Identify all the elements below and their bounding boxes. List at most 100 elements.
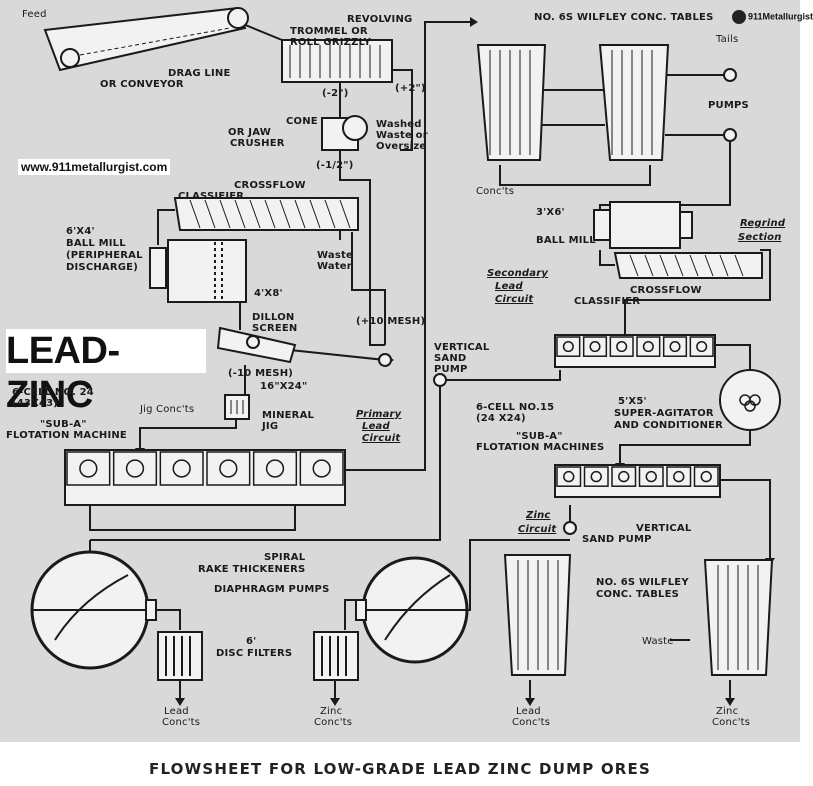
label-diaphragm-pumps: DIAPHRAGM PUMPS: [214, 584, 330, 595]
label-or-conveyor: OR CONVEYOR: [100, 79, 184, 90]
label-size-43: (43X43): [12, 398, 59, 409]
label-vertical-zinc: VERTICAL: [636, 523, 692, 534]
wilfley-tables-zinc: [503, 554, 774, 676]
label-waste: Waste: [317, 250, 353, 261]
vertical-sand-pump-secondary: [433, 373, 447, 387]
flotation-machine-primary: [64, 449, 346, 506]
impeller-icon: [696, 341, 708, 353]
impeller-icon: [125, 459, 145, 478]
label-classifier-regrind: CLASSIFIER: [574, 296, 641, 307]
cell-bank-body: [554, 334, 716, 368]
label-primary-circuit: Circuit: [362, 433, 401, 444]
label-minus-half: (-1/2"): [316, 160, 354, 171]
flotation-cell: [662, 336, 688, 357]
label-disc-filters: DISC FILTERS: [216, 648, 293, 659]
label-jig: JIG: [262, 421, 279, 432]
rake-thickener-zinc: [355, 556, 469, 664]
impeller-icon: [642, 341, 654, 353]
label-lead-conc-4: Conc'ts: [512, 717, 551, 728]
label-wilfley-bottom-2: CONC. TABLES: [596, 589, 680, 600]
flotation-cell: [556, 466, 582, 487]
label-spiral: SPIRAL: [264, 552, 306, 563]
label-lead-conc-3: Lead: [516, 706, 541, 717]
label-minus2: (-2"): [322, 88, 349, 99]
label-oversize: Oversize: [376, 141, 427, 152]
label-waste-or: Waste or: [376, 130, 428, 141]
label-or-jaw: OR JAW: [228, 127, 271, 138]
label-jig-concts: Jig Conc'ts: [140, 404, 195, 415]
label-vertical: VERTICAL: [434, 342, 490, 353]
label-sub-a-secondary: "SUB-A": [516, 431, 563, 442]
flotation-machine-zinc: [554, 464, 721, 498]
label-secondary-circuit: Circuit: [495, 294, 534, 305]
impeller-icon: [618, 470, 630, 483]
impeller-icon: [79, 459, 98, 478]
label-zinc-conc-1: Zinc: [320, 706, 343, 717]
label-disc-size: 6': [246, 636, 257, 647]
label-primary: Primary: [356, 409, 402, 420]
flotation-machine-secondary: [554, 334, 716, 368]
website-url[interactable]: www.911metallurgist.com: [18, 159, 171, 175]
flotation-cell: [638, 466, 664, 487]
flotation-cell: [112, 451, 158, 486]
label-section: Section: [738, 232, 782, 243]
label-secondary: Secondary: [487, 268, 549, 279]
label-flotation-machine: FLOTATION MACHINE: [6, 430, 127, 441]
rake-thickener-lead: [30, 550, 157, 670]
label-super-agitator: SUPER-AGITATOR: [614, 408, 714, 419]
label-jig-size: 16"X24": [260, 381, 308, 392]
label-peripheral: (PERIPHERAL: [66, 250, 143, 261]
crossflow-classifier-regrind: [613, 252, 763, 279]
flotation-cell: [693, 466, 719, 487]
label-ballmill-size: 6'X4': [66, 226, 95, 237]
flotation-cell: [206, 451, 251, 486]
label-zinc-conc-3: Zinc: [716, 706, 739, 717]
mineral-jig: [224, 394, 250, 420]
flotation-cell: [689, 336, 714, 357]
label-zinc-conc-2: Conc'ts: [314, 717, 353, 728]
caption-background: [0, 742, 800, 786]
label-crossflow-primary: CROSSFLOW: [234, 180, 306, 191]
drag-line-conveyor: [43, 6, 249, 72]
impeller-icon: [219, 459, 238, 478]
flotation-cell: [556, 336, 581, 357]
impeller-icon: [562, 341, 574, 353]
label-lead-conc-2: Conc'ts: [162, 717, 201, 728]
label-wilfley-bottom-1: NO. 6S WILFLEY: [596, 577, 689, 588]
impeller-icon: [590, 470, 602, 483]
crossflow-classifier-primary: [173, 197, 359, 231]
label-tails: Tails: [716, 34, 739, 45]
sand-pump-primary: [378, 353, 392, 367]
trommel-screen: [281, 39, 393, 83]
super-agitator: [719, 369, 781, 431]
cell-bank-body: [64, 449, 346, 506]
cell-bank-body: [554, 464, 721, 498]
label-dillon: DILLON: [252, 312, 295, 323]
label-secondary-lead: Lead: [495, 281, 523, 292]
label-screen: SCREEN: [252, 323, 298, 334]
dillon-screen: [216, 326, 297, 364]
label-sand-pump: SAND PUMP: [582, 534, 652, 545]
logo-mark-icon: [732, 10, 746, 24]
label-pump: PUMP: [434, 364, 468, 375]
flotation-cell: [66, 451, 111, 486]
label-crusher: CRUSHER: [230, 138, 285, 149]
label-flotation-machines: FLOTATION MACHINES: [476, 442, 605, 453]
label-plus2: (+2"): [395, 83, 426, 94]
ball-mill-primary: [149, 239, 247, 303]
flotation-cell: [611, 466, 637, 487]
label-water: Water: [317, 261, 352, 272]
label-agit-size: 5'X5': [618, 396, 647, 407]
flotation-cell: [666, 466, 692, 487]
label-discharge: DISCHARGE): [66, 262, 138, 273]
label-4x8: 4'X8': [254, 288, 283, 299]
flotation-cell: [583, 466, 609, 487]
impeller-icon: [669, 341, 681, 353]
label-classifier-primary: CLASSIFIER: [178, 191, 245, 202]
label-regrind: Regrind: [740, 218, 786, 229]
label-mineral: MINERAL: [262, 410, 315, 421]
label-concts-top: Conc'ts: [476, 186, 515, 197]
label-crossflow-regrind: CROSSFLOW: [630, 285, 702, 296]
label-lead-conc-1: Lead: [164, 706, 189, 717]
